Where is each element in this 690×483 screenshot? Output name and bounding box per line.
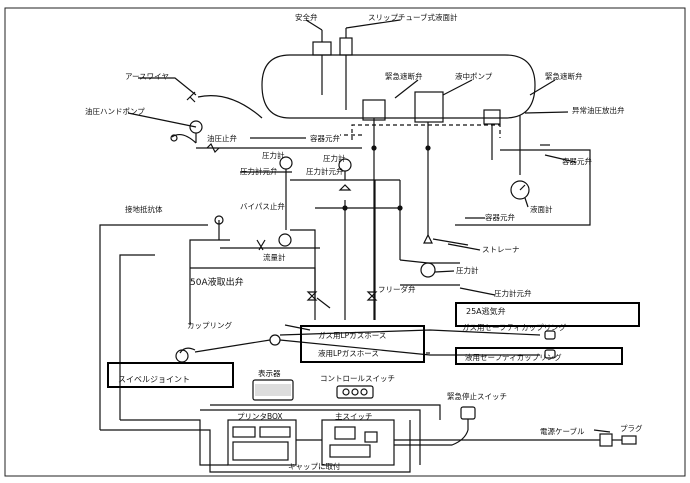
label-plug: プラグ	[620, 424, 643, 433]
label-pressure-gauge-1: 圧力計	[262, 151, 285, 160]
printer-box-shape	[227, 419, 297, 466]
highlight-relief-25a	[455, 302, 640, 327]
tank-shape	[261, 54, 536, 119]
label-power-cable: 電源ケーブル	[540, 427, 585, 436]
label-cap-mount: キャップに取付	[288, 462, 341, 471]
label-strainer: ストレーナ	[482, 245, 520, 254]
label-gauge-valve-3: 圧力計元弁	[494, 289, 532, 298]
label-pressure-gauge-2: 圧力計	[323, 154, 346, 163]
label-gauge-valve-1: 圧力計元弁	[240, 167, 278, 176]
label-emergency-stop: 緊急停止スイッチ	[447, 392, 507, 401]
label-gas-hose: ガス用LPガスホース	[318, 331, 387, 340]
label-slip-tube-gauge: スリップチューブ式液面計	[368, 13, 458, 22]
label-earth-wire: アースワイヤ	[125, 72, 169, 81]
label-relief-25a: 25A逃気弁	[466, 307, 506, 316]
label-resistor: 接地抵抗体	[125, 205, 163, 214]
label-hydraulic-stop-valve: 油圧止弁	[207, 134, 237, 143]
level-gauge-dial	[510, 180, 530, 200]
label-safety-coupling-2: 液用セーフティカップリング	[465, 353, 562, 362]
label-bleed-valve-3: 容器元弁	[485, 213, 515, 222]
label-hydraulic-hand-pump: 油圧ハンドポンプ	[85, 107, 145, 116]
label-liquid-hose: 液用LPガスホース	[318, 349, 379, 358]
label-printer-box: プリンタBOX	[237, 412, 283, 421]
label-freeze-valve: フリーダ弁	[378, 285, 416, 294]
label-outlet-50a: 50A液取出弁	[190, 278, 244, 288]
label-abnormal-pressure-vent: 异常油圧放出弁	[572, 106, 625, 115]
label-safety-valve: 安全弁	[295, 13, 318, 22]
label-bleed-valve-2: 容器元弁	[562, 157, 592, 166]
highlight-safety-coupling-2	[455, 347, 623, 365]
label-liquid-pump: 液中ポンプ	[455, 72, 493, 81]
highlight-hoses	[300, 325, 425, 363]
label-bypass-valve: バイパス止弁	[240, 202, 285, 211]
label-flow-meter: 流量計	[263, 253, 286, 262]
label-emergency-shutoff-2: 緊急遮断弁	[545, 72, 583, 81]
label-gauge-valve-2: 圧力計元弁	[306, 167, 344, 176]
label-level-gauge: 液面計	[530, 205, 553, 214]
display-unit-shape	[252, 379, 294, 401]
main-switch-shape	[321, 419, 395, 466]
label-safety-coupling-1: ガス用セーフティカップリング	[462, 323, 567, 332]
label-swivel-joint: スイベルジョイント	[118, 375, 190, 384]
label-bleed-valve-1: 容器元弁	[310, 134, 340, 143]
label-main-switch: 主スイッチ	[335, 412, 373, 421]
label-coupling: カップリング	[187, 321, 232, 330]
label-pressure-gauge-3: 圧力計	[456, 266, 479, 275]
label-control-switch: コントロールスイッチ	[320, 374, 395, 383]
label-display: 表示器	[258, 369, 281, 378]
label-emergency-shutoff-1: 緊急遮断弁	[385, 72, 423, 81]
highlight-swivel-joint	[107, 362, 234, 388]
